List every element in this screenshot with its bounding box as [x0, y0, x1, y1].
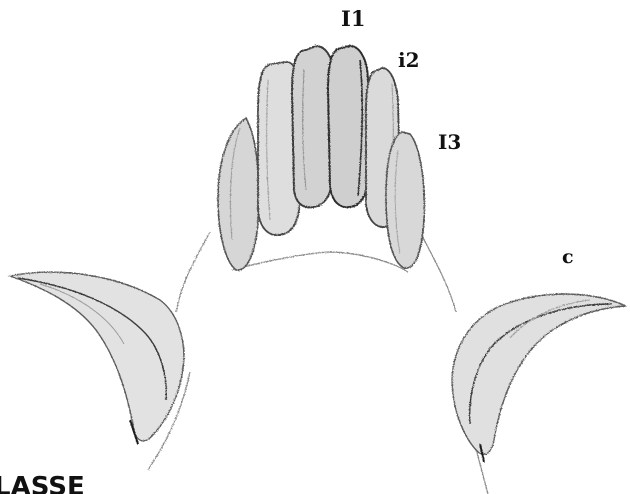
right-central-incisor — [328, 46, 368, 207]
label-canine: c — [562, 248, 574, 267]
right-canine — [452, 294, 626, 462]
label-third-incisor: I3 — [438, 132, 461, 152]
figure-caption: LASSE — [0, 474, 85, 494]
left-central-incisor — [292, 46, 334, 207]
right-lateral-incisor — [386, 132, 424, 268]
label-first-incisor: I1 — [341, 8, 365, 29]
left-canine — [10, 272, 184, 444]
jaw-outline — [148, 228, 488, 494]
left-lateral-incisor — [218, 118, 259, 270]
label-second-incisor: i2 — [398, 50, 420, 70]
